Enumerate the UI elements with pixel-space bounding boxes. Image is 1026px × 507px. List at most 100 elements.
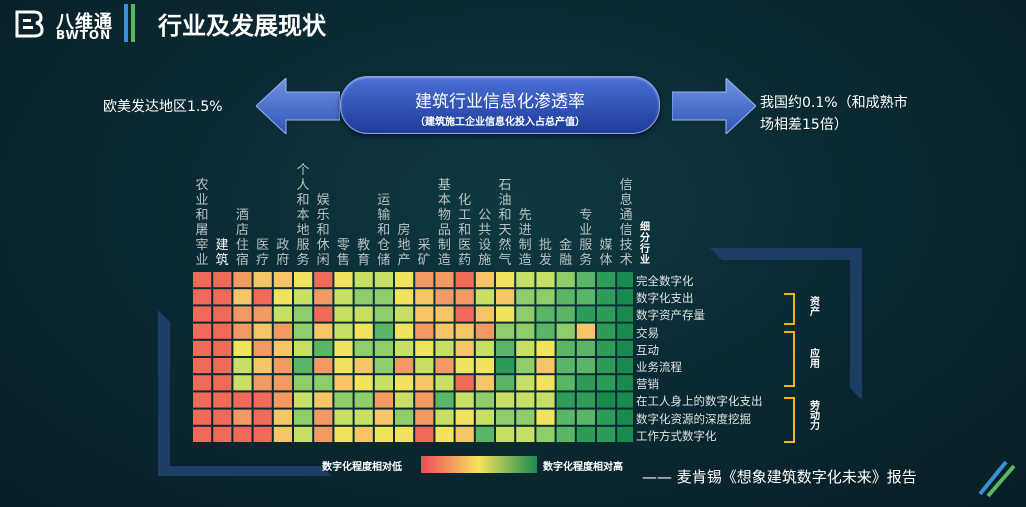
heatmap-cell — [475, 409, 494, 425]
heatmap-cell — [233, 375, 252, 391]
heatmap-cell — [314, 289, 333, 305]
heatmap-cell — [455, 306, 474, 322]
heatmap-cell — [193, 409, 212, 425]
heatmap-cell — [415, 375, 434, 391]
heatmap-cell — [536, 306, 555, 322]
heatmap-cell — [273, 358, 292, 374]
heatmap-cell — [496, 392, 515, 408]
heatmap-cell — [193, 392, 212, 408]
heatmap-cell — [455, 358, 474, 374]
heatmap-cell — [334, 272, 353, 288]
heatmap-cell — [455, 392, 474, 408]
heatmap-cell — [576, 272, 595, 288]
group-labor: 劳动力 — [807, 400, 819, 430]
heatmap-cell — [233, 426, 252, 442]
heatmap-cell — [455, 375, 474, 391]
brand-name-cn: 八维通 — [56, 12, 113, 33]
row-label-9: 工作方式数字化 — [636, 428, 717, 443]
heatmap-cell — [576, 289, 595, 305]
heatmap-cell — [556, 392, 575, 408]
heatmap-cell — [374, 392, 393, 408]
brand-name-en: BWTON — [56, 28, 112, 42]
heatmap-cell — [253, 289, 272, 305]
heatmap-cell — [395, 426, 414, 442]
heatmap-cell — [193, 272, 212, 288]
heatmap-cell — [536, 375, 555, 391]
row-label-1: 数字化支出 — [636, 291, 694, 306]
heatmap-cell — [455, 409, 474, 425]
heatmap-cell — [233, 409, 252, 425]
heatmap-cell — [395, 272, 414, 288]
heatmap-cell — [314, 426, 333, 442]
heatmap-cell — [253, 306, 272, 322]
heatmap-cell — [475, 289, 494, 305]
title-divider-icon — [124, 4, 135, 42]
heatmap-cell — [193, 375, 212, 391]
right-stat-line1: 我国约0.1%（和成熟市 — [760, 95, 908, 111]
heatmap-cell — [516, 272, 535, 288]
heatmap-cell — [354, 409, 373, 425]
heatmap-cell — [597, 375, 616, 391]
heatmap-cell — [233, 323, 252, 339]
category-16: 先进制造 — [518, 208, 532, 268]
heatmap-cell — [233, 289, 252, 305]
heatmap-cell — [455, 340, 474, 356]
heatmap-cell — [475, 340, 494, 356]
heatmap-cell — [374, 375, 393, 391]
heatmap-cell — [374, 306, 393, 322]
heatmap-cell — [314, 358, 333, 374]
heatmap-cell — [314, 375, 333, 391]
heatmap-cell — [536, 358, 555, 374]
heatmap-cell — [516, 323, 535, 339]
heatmap-cell — [597, 323, 616, 339]
heatmap — [193, 272, 633, 442]
right-stat: 我国约0.1%（和成熟市 场相差15倍） — [760, 92, 908, 136]
heatmap-cell — [253, 358, 272, 374]
heatmap-cell — [213, 409, 232, 425]
heatmap-cell — [354, 289, 373, 305]
heatmap-cell — [253, 272, 272, 288]
heatmap-cell — [617, 289, 633, 305]
penetration-rate-pill: 建筑行业信息化渗透率 （建筑施工企业信息化投入占总产值） — [340, 76, 660, 134]
row-label-3: 交易 — [636, 325, 659, 340]
right-stat-line2: 场相差15倍） — [760, 117, 848, 133]
heatmap-cell — [253, 409, 272, 425]
heatmap-cell — [536, 323, 555, 339]
heatmap-cell — [193, 358, 212, 374]
heatmap-cell — [597, 358, 616, 374]
heatmap-cell — [516, 426, 535, 442]
heatmap-cell — [576, 306, 595, 322]
heatmap-cell — [576, 323, 595, 339]
brand-logo: 八维通 BWTON — [14, 6, 124, 42]
heatmap-cell — [334, 306, 353, 322]
heatmap-cell — [395, 358, 414, 374]
heatmap-cell — [213, 340, 232, 356]
heatmap-cell — [496, 323, 515, 339]
heatmap-cell — [556, 272, 575, 288]
heatmap-cell — [395, 289, 414, 305]
corner-stripes-icon — [978, 460, 1016, 498]
heatmap-cell — [496, 340, 515, 356]
heatmap-cell — [435, 375, 454, 391]
heatmap-cell — [516, 340, 535, 356]
heatmap-cell — [455, 323, 474, 339]
heatmap-cell — [536, 340, 555, 356]
heatmap-cell — [475, 426, 494, 442]
heatmap-cell — [576, 392, 595, 408]
heatmap-cell — [415, 272, 434, 288]
source-citation: —— 麦肯锡《想象建筑数字化未来》报告 — [642, 468, 917, 486]
heatmap-cell — [233, 340, 252, 356]
heatmap-cell — [496, 358, 515, 374]
heatmap-cell — [374, 340, 393, 356]
category-8: 教育 — [357, 238, 371, 268]
heatmap-cell — [395, 375, 414, 391]
heatmap-cell — [213, 272, 232, 288]
heatmap-cell — [475, 272, 494, 288]
heatmap-cell — [354, 426, 373, 442]
heatmap-cell — [334, 392, 353, 408]
heatmap-cell — [435, 409, 454, 425]
heatmap-cell — [395, 323, 414, 339]
legend-high: 数字化程度相对高 — [543, 462, 623, 473]
heatmap-cell — [193, 323, 212, 339]
heatmap-cell — [516, 358, 535, 374]
